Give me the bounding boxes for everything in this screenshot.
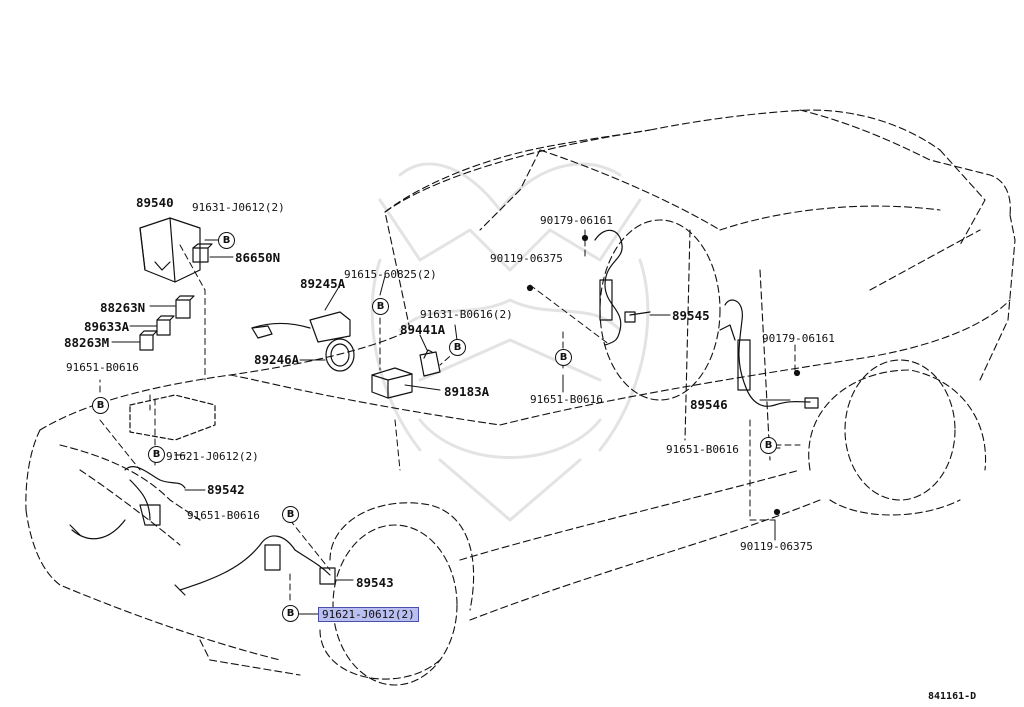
part-label-89543[interactable]: 89543	[356, 575, 394, 590]
part-label-91651-b0616-mid[interactable]: 91651-B0616	[530, 393, 603, 406]
bolt-marker[interactable]: B	[282, 605, 299, 622]
part-label-89546[interactable]: 89546	[690, 397, 728, 412]
watermark-emblem	[370, 162, 650, 522]
part-label-91631-j0612-top[interactable]: 91631-J0612(2)	[192, 201, 285, 214]
part-89633a	[156, 315, 175, 336]
part-label-86650n[interactable]: 86650N	[235, 250, 281, 265]
part-89546-sensor	[719, 299, 819, 409]
part-label-91631-b0616[interactable]: 91631-B0616(2)	[420, 308, 513, 321]
part-89543-sensor	[174, 535, 336, 596]
part-label-90179-06161-b[interactable]: 90179-06161	[762, 332, 835, 345]
label-leaders	[111, 239, 791, 615]
part-label-89245a[interactable]: 89245A	[300, 276, 346, 291]
part-89542-sensor	[69, 466, 186, 540]
bolt-marker[interactable]: B	[760, 437, 777, 454]
part-label-90119-06375-b[interactable]: 90119-06375	[740, 540, 813, 553]
part-label-89545[interactable]: 89545	[672, 308, 710, 323]
bolt-marker[interactable]: B	[92, 397, 109, 414]
part-label-90119-06375-a[interactable]: 90119-06375	[490, 252, 563, 265]
fasteners	[526, 234, 801, 516]
bolt-marker[interactable]: B	[449, 339, 466, 356]
part-89540-ecu	[139, 217, 201, 283]
part-label-89542[interactable]: 89542	[207, 482, 245, 497]
part-label-91651-b0616-front[interactable]: 91651-B0616	[187, 509, 260, 522]
bolt-marker[interactable]: B	[555, 349, 572, 366]
part-88263n	[175, 295, 195, 319]
part-label-88263m[interactable]: 88263M	[64, 335, 110, 350]
bolt-marker[interactable]: B	[148, 446, 165, 463]
bolt-marker[interactable]: B	[218, 232, 235, 249]
part-label-89540[interactable]: 89540	[136, 195, 174, 210]
part-label-90179-06161-a[interactable]: 90179-06161	[540, 214, 613, 227]
part-label-91621-j0612-low-highlighted[interactable]: 91621-J0612(2)	[318, 607, 419, 622]
diagram-number: 841161-D	[928, 691, 977, 702]
part-89245a	[251, 311, 351, 343]
part-label-89183a[interactable]: 89183A	[444, 384, 490, 399]
bolt-marker[interactable]: B	[282, 506, 299, 523]
part-89545-sensor	[594, 229, 651, 346]
part-label-91651-b0616-left[interactable]: 91651-B0616	[66, 361, 139, 374]
part-89183a	[371, 367, 413, 399]
part-label-91651-b0616-right[interactable]: 91651-B0616	[666, 443, 739, 456]
part-86650n	[192, 243, 213, 263]
part-label-88263n[interactable]: 88263N	[100, 300, 146, 315]
car-body-outline	[25, 109, 1016, 686]
leader-lines	[99, 229, 801, 601]
console-box	[129, 394, 216, 441]
part-label-91621-j0612-mid[interactable]: 91621-J0612(2)	[166, 450, 259, 463]
part-label-89633a[interactable]: 89633A	[84, 319, 130, 334]
part-label-89246a[interactable]: 89246A	[254, 352, 300, 367]
part-88263m	[139, 330, 158, 351]
part-89441a	[419, 349, 441, 377]
part-label-91615-60825[interactable]: 91615-60825(2)	[344, 268, 437, 281]
part-label-89441a[interactable]: 89441A	[400, 322, 446, 337]
part-89246a	[325, 338, 355, 372]
bolt-marker[interactable]: B	[372, 298, 389, 315]
